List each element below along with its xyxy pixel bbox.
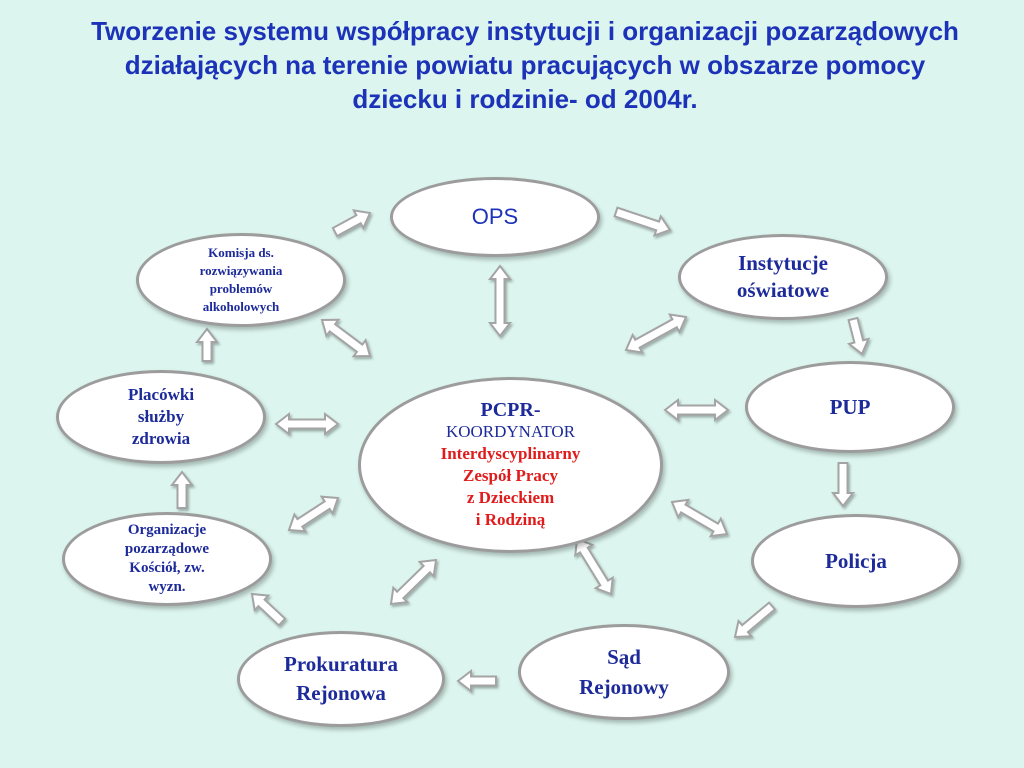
- node-komisja-line-3: problemów: [209, 281, 273, 296]
- node-placowki-sluzby-zdrowia: Placówki służby zdrowia: [56, 370, 266, 464]
- node-pup-label: PUP: [829, 394, 871, 419]
- node-organizacje-line-3: Kościół, zw.: [129, 560, 205, 576]
- node-komisja: Komisja ds. rozwiązywania problemów alko…: [136, 233, 346, 327]
- node-organizacje-line-2: pozarządowe: [124, 541, 210, 557]
- center-line-5: z Dzieckiem: [466, 488, 555, 507]
- arrow-pup-to-policja: [830, 462, 856, 508]
- node-placowki-line-2: służby: [137, 407, 185, 426]
- node-pcpr-koordynator: PCPR- KOORDYNATOR Interdyscyplinarny Zes…: [358, 377, 663, 553]
- center-line-2: KOORDYNATOR: [445, 422, 576, 441]
- arrow-prokuratura-to-organizacje: [250, 592, 287, 627]
- arrow-placowki-to-komisja: [194, 327, 220, 362]
- center-line-4: Zespół Pracy: [463, 466, 558, 485]
- title-line-2: działających na terenie powiatu pracując…: [124, 50, 926, 80]
- node-policja-label: Policja: [825, 548, 887, 573]
- node-sad-line-2: Rejonowy: [579, 675, 669, 699]
- center-line-6: i Rodziną: [475, 510, 546, 529]
- arrow-sad-to-prokuratura: [456, 668, 497, 694]
- arrow-policja-center: [670, 498, 729, 538]
- node-sad-rejonowy: Sąd Rejonowy: [518, 624, 730, 720]
- node-organizacje-pozarzadowe: Organizacje pozarządowe Kościół, zw. wyz…: [62, 512, 272, 606]
- diagram-title: Tworzenie systemu współpracy instytucji …: [60, 14, 990, 116]
- node-placowki-line-3: zdrowia: [131, 429, 191, 448]
- node-organizacje-line-4: wyzn.: [148, 579, 186, 595]
- node-prokuratura-rejonowa: Prokuratura Rejonowa: [237, 631, 445, 727]
- arrow-ops-to-instytucje: [613, 206, 672, 238]
- arrow-policja-to-sad: [733, 601, 777, 639]
- node-prokuratura-line-2: Rejonowa: [296, 681, 386, 705]
- node-ops: OPS: [390, 177, 600, 257]
- node-komisja-line-1: Komisja ds.: [208, 245, 274, 260]
- arrow-sad-center: [574, 537, 614, 596]
- arrow-organizacje-to-placowki: [169, 470, 195, 509]
- center-line-3: Interdyscyplinarny: [440, 444, 581, 463]
- node-komisja-line-4: alkoholowych: [202, 299, 280, 314]
- center-line-1: PCPR-: [480, 399, 541, 421]
- node-komisja-line-2: rozwiązywania: [199, 263, 283, 278]
- title-line-3: dziecku i rodzinie- od 2004r.: [352, 84, 698, 114]
- node-instytucje-line-2: oświatowe: [736, 278, 830, 302]
- arrow-ops-center: [487, 264, 513, 338]
- arrow-instytucje-center: [624, 313, 688, 354]
- arrow-instytucje-to-pup: [846, 316, 871, 356]
- node-sad-line-1: Sąd: [607, 645, 641, 669]
- arrow-organizacje-center: [287, 495, 340, 533]
- node-pup: PUP: [745, 361, 955, 453]
- arrow-komisja-to-ops: [331, 209, 372, 238]
- node-instytucje-line-1: Instytucje: [738, 251, 828, 275]
- title-line-1: Tworzenie systemu współpracy instytucji …: [91, 16, 959, 46]
- node-placowki-line-1: Placówki: [127, 385, 195, 404]
- node-instytucje-oswiatowe: Instytucje oświatowe: [678, 234, 888, 320]
- arrow-placowki-center: [274, 411, 340, 437]
- node-prokuratura-line-1: Prokuratura: [284, 652, 398, 676]
- arrow-pup-center: [663, 397, 730, 423]
- arrow-komisja-center: [320, 318, 372, 358]
- arrow-prokuratura-center: [389, 558, 438, 606]
- node-organizacje-line-1: Organizacje: [127, 522, 207, 538]
- node-ops-label: OPS: [471, 204, 519, 229]
- node-policja: Policja: [751, 514, 961, 608]
